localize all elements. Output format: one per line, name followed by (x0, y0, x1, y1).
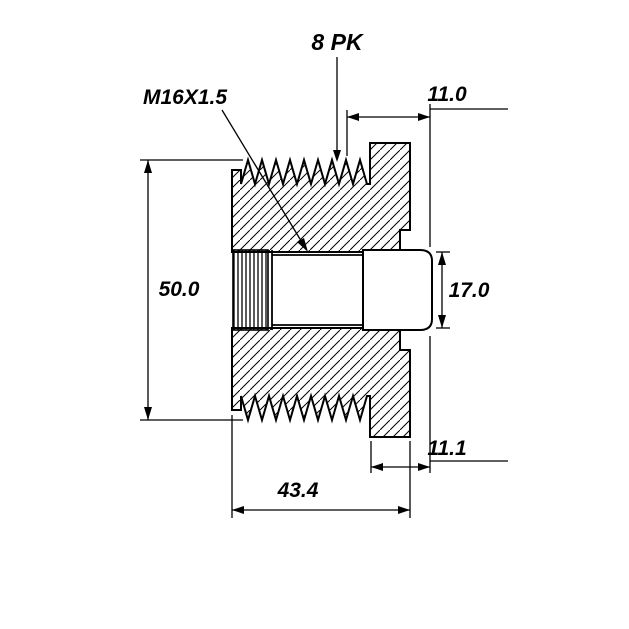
arrowhead-right (418, 113, 430, 121)
label-thread: M16X1.5 (143, 86, 308, 252)
dimension-total-width: 43.4 (231, 415, 411, 518)
dim-label-flange-offset: 11.1 (427, 437, 466, 460)
arrowhead-up (438, 252, 446, 265)
dim-label-total-width: 43.4 (277, 479, 319, 502)
arrowhead-down (144, 407, 152, 420)
dim-label-outer-diameter: 50.0 (159, 278, 200, 301)
arrowhead-up (144, 160, 152, 173)
arrowhead-right (418, 463, 430, 471)
belt-type-label: 8 PK (311, 29, 364, 55)
dim-label-hub-width: 11.0 (427, 83, 467, 106)
dimension-outer-diameter: 50.0 (140, 159, 243, 421)
thread-label: M16X1.5 (143, 86, 227, 109)
arrowhead-down (438, 315, 446, 328)
arrowhead-left (232, 506, 244, 514)
arrowhead-left (371, 463, 383, 471)
hub (362, 249, 433, 331)
pulley-upper-section (231, 142, 411, 253)
leader-line (221, 109, 304, 245)
dimension-hub-diameter: 17.0 (436, 251, 490, 329)
pulley-lower-section (231, 327, 411, 438)
pulley-body (231, 142, 433, 438)
spline-shaft (232, 249, 269, 331)
dimension-flange-offset: 11.1 (370, 336, 508, 473)
arrowhead-leader (297, 238, 308, 252)
dimension-hub-width: 11.0 (346, 83, 508, 247)
dim-label-hub-diameter: 17.0 (449, 279, 490, 302)
arrowhead-right (398, 506, 410, 514)
arrowhead-down (333, 150, 341, 162)
bore-lines (271, 250, 363, 330)
label-belt-type: 8 PK (311, 29, 364, 162)
arrowhead-left (347, 113, 359, 121)
